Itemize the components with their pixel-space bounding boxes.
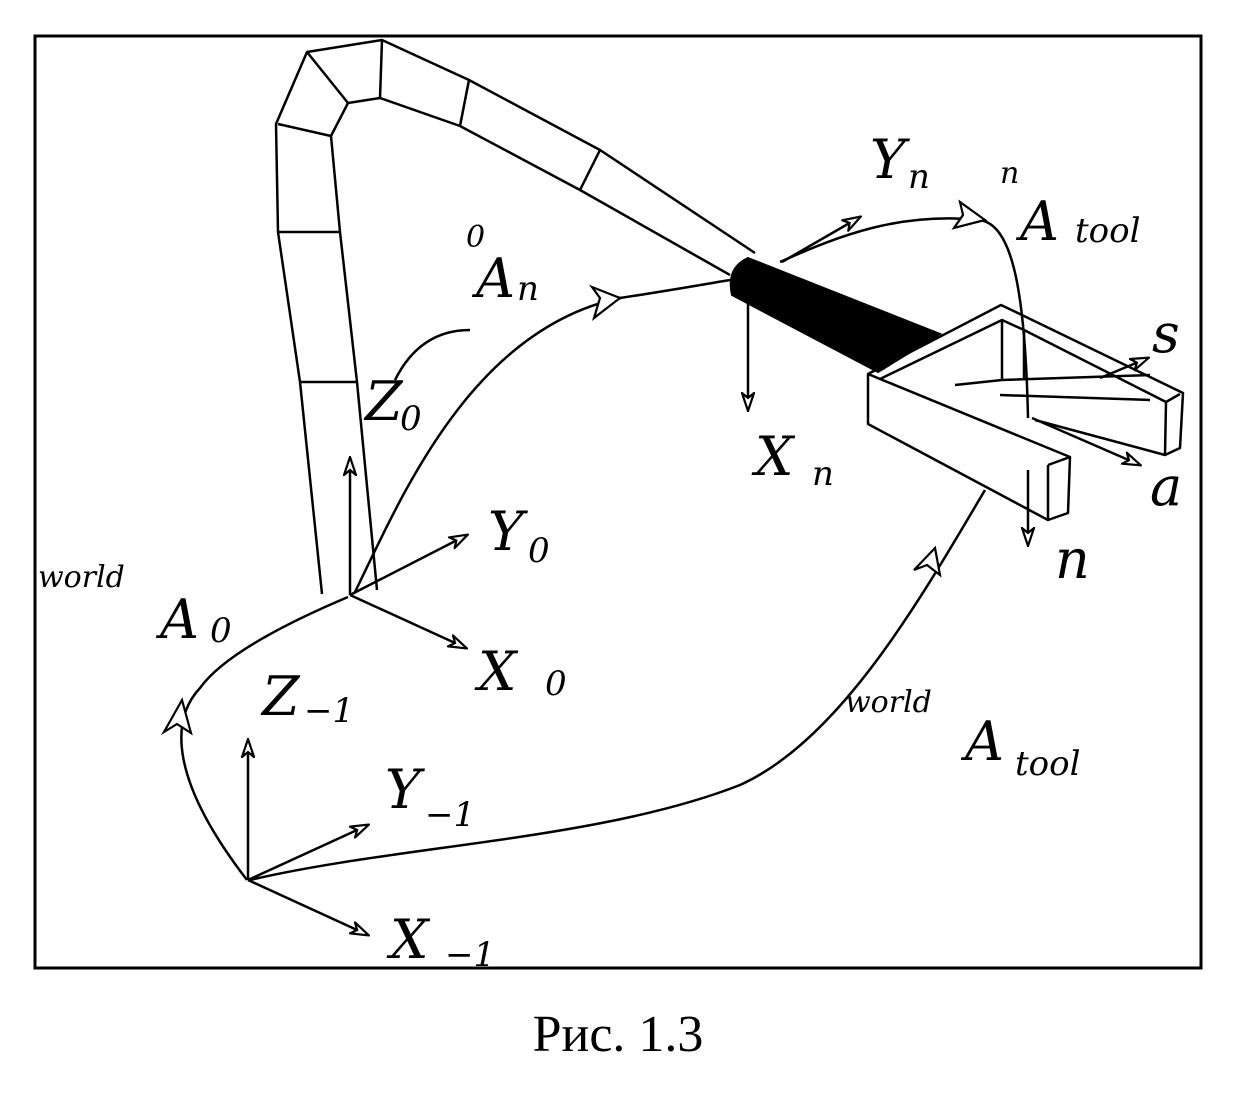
curve-worldA0: [180, 595, 349, 881]
label-A0-world-main: A: [155, 588, 199, 651]
label-Ym1-sub: −1: [425, 795, 475, 835]
label-Atool-world-sup: world: [845, 685, 932, 720]
label-X0-main: X: [474, 640, 519, 703]
gripper: [866, 303, 1185, 522]
label-An-sub: n: [517, 269, 539, 309]
axis-s: [1099, 358, 1148, 380]
label-a: a: [1150, 455, 1182, 518]
label-A0-world-sup: world: [38, 560, 125, 595]
label-Xn-main: X: [751, 425, 796, 488]
label-Z0-sub: 0: [400, 399, 422, 439]
label-Zm1-main: Z: [260, 665, 301, 728]
label-Atool-n-sup: n: [1000, 156, 1019, 191]
label-Atool-world-sub: tool: [1015, 744, 1080, 784]
label-A0-world-sub: 0: [210, 611, 232, 651]
axis-Ym1: [247, 825, 368, 882]
axis-a: [1031, 416, 1140, 465]
label-n: n: [1055, 528, 1090, 591]
label-Z0-main: Z: [363, 370, 404, 433]
label-Yn-main: Y: [870, 128, 910, 191]
wrist-joint: [729, 256, 943, 374]
curve-arrowheads: [160, 199, 988, 736]
label-Xn-sub: n: [812, 454, 834, 494]
label-Atool-n-main: A: [1015, 190, 1059, 253]
axis-X0: [349, 593, 466, 648]
figure-frame: [33, 34, 1203, 970]
curve-worldAtool: [249, 489, 987, 882]
label-Xm1-main: X: [386, 908, 431, 971]
label-An-main: A: [471, 247, 515, 310]
label-Atool-n-sub: tool: [1075, 211, 1140, 251]
axis-Y0: [349, 535, 467, 597]
figure-caption: Рис. 1.3: [532, 1006, 704, 1063]
axis-Xm1: [247, 878, 368, 935]
label-Y0-main: Y: [488, 500, 528, 563]
label-X0-sub: 0: [545, 664, 567, 704]
label-An-sup: 0: [466, 220, 485, 255]
axis-Yn: [781, 217, 860, 264]
label-Xm1-sub: −1: [445, 935, 495, 975]
labels: 0 A n Y n n A tool X n s a n Z 0 Y 0 X 0…: [38, 128, 1182, 975]
coordinate-axes: [248, 217, 1148, 935]
label-Y0-sub: 0: [528, 531, 550, 571]
label-Yn-sub: n: [908, 157, 930, 197]
label-Atool-world-main: A: [960, 710, 1004, 773]
curve-0An: [353, 278, 731, 593]
label-s: s: [1152, 302, 1180, 365]
label-Zm1-sub: −1: [304, 691, 354, 731]
label-Ym1-main: Y: [385, 758, 425, 821]
robot-arm: [274, 38, 756, 595]
